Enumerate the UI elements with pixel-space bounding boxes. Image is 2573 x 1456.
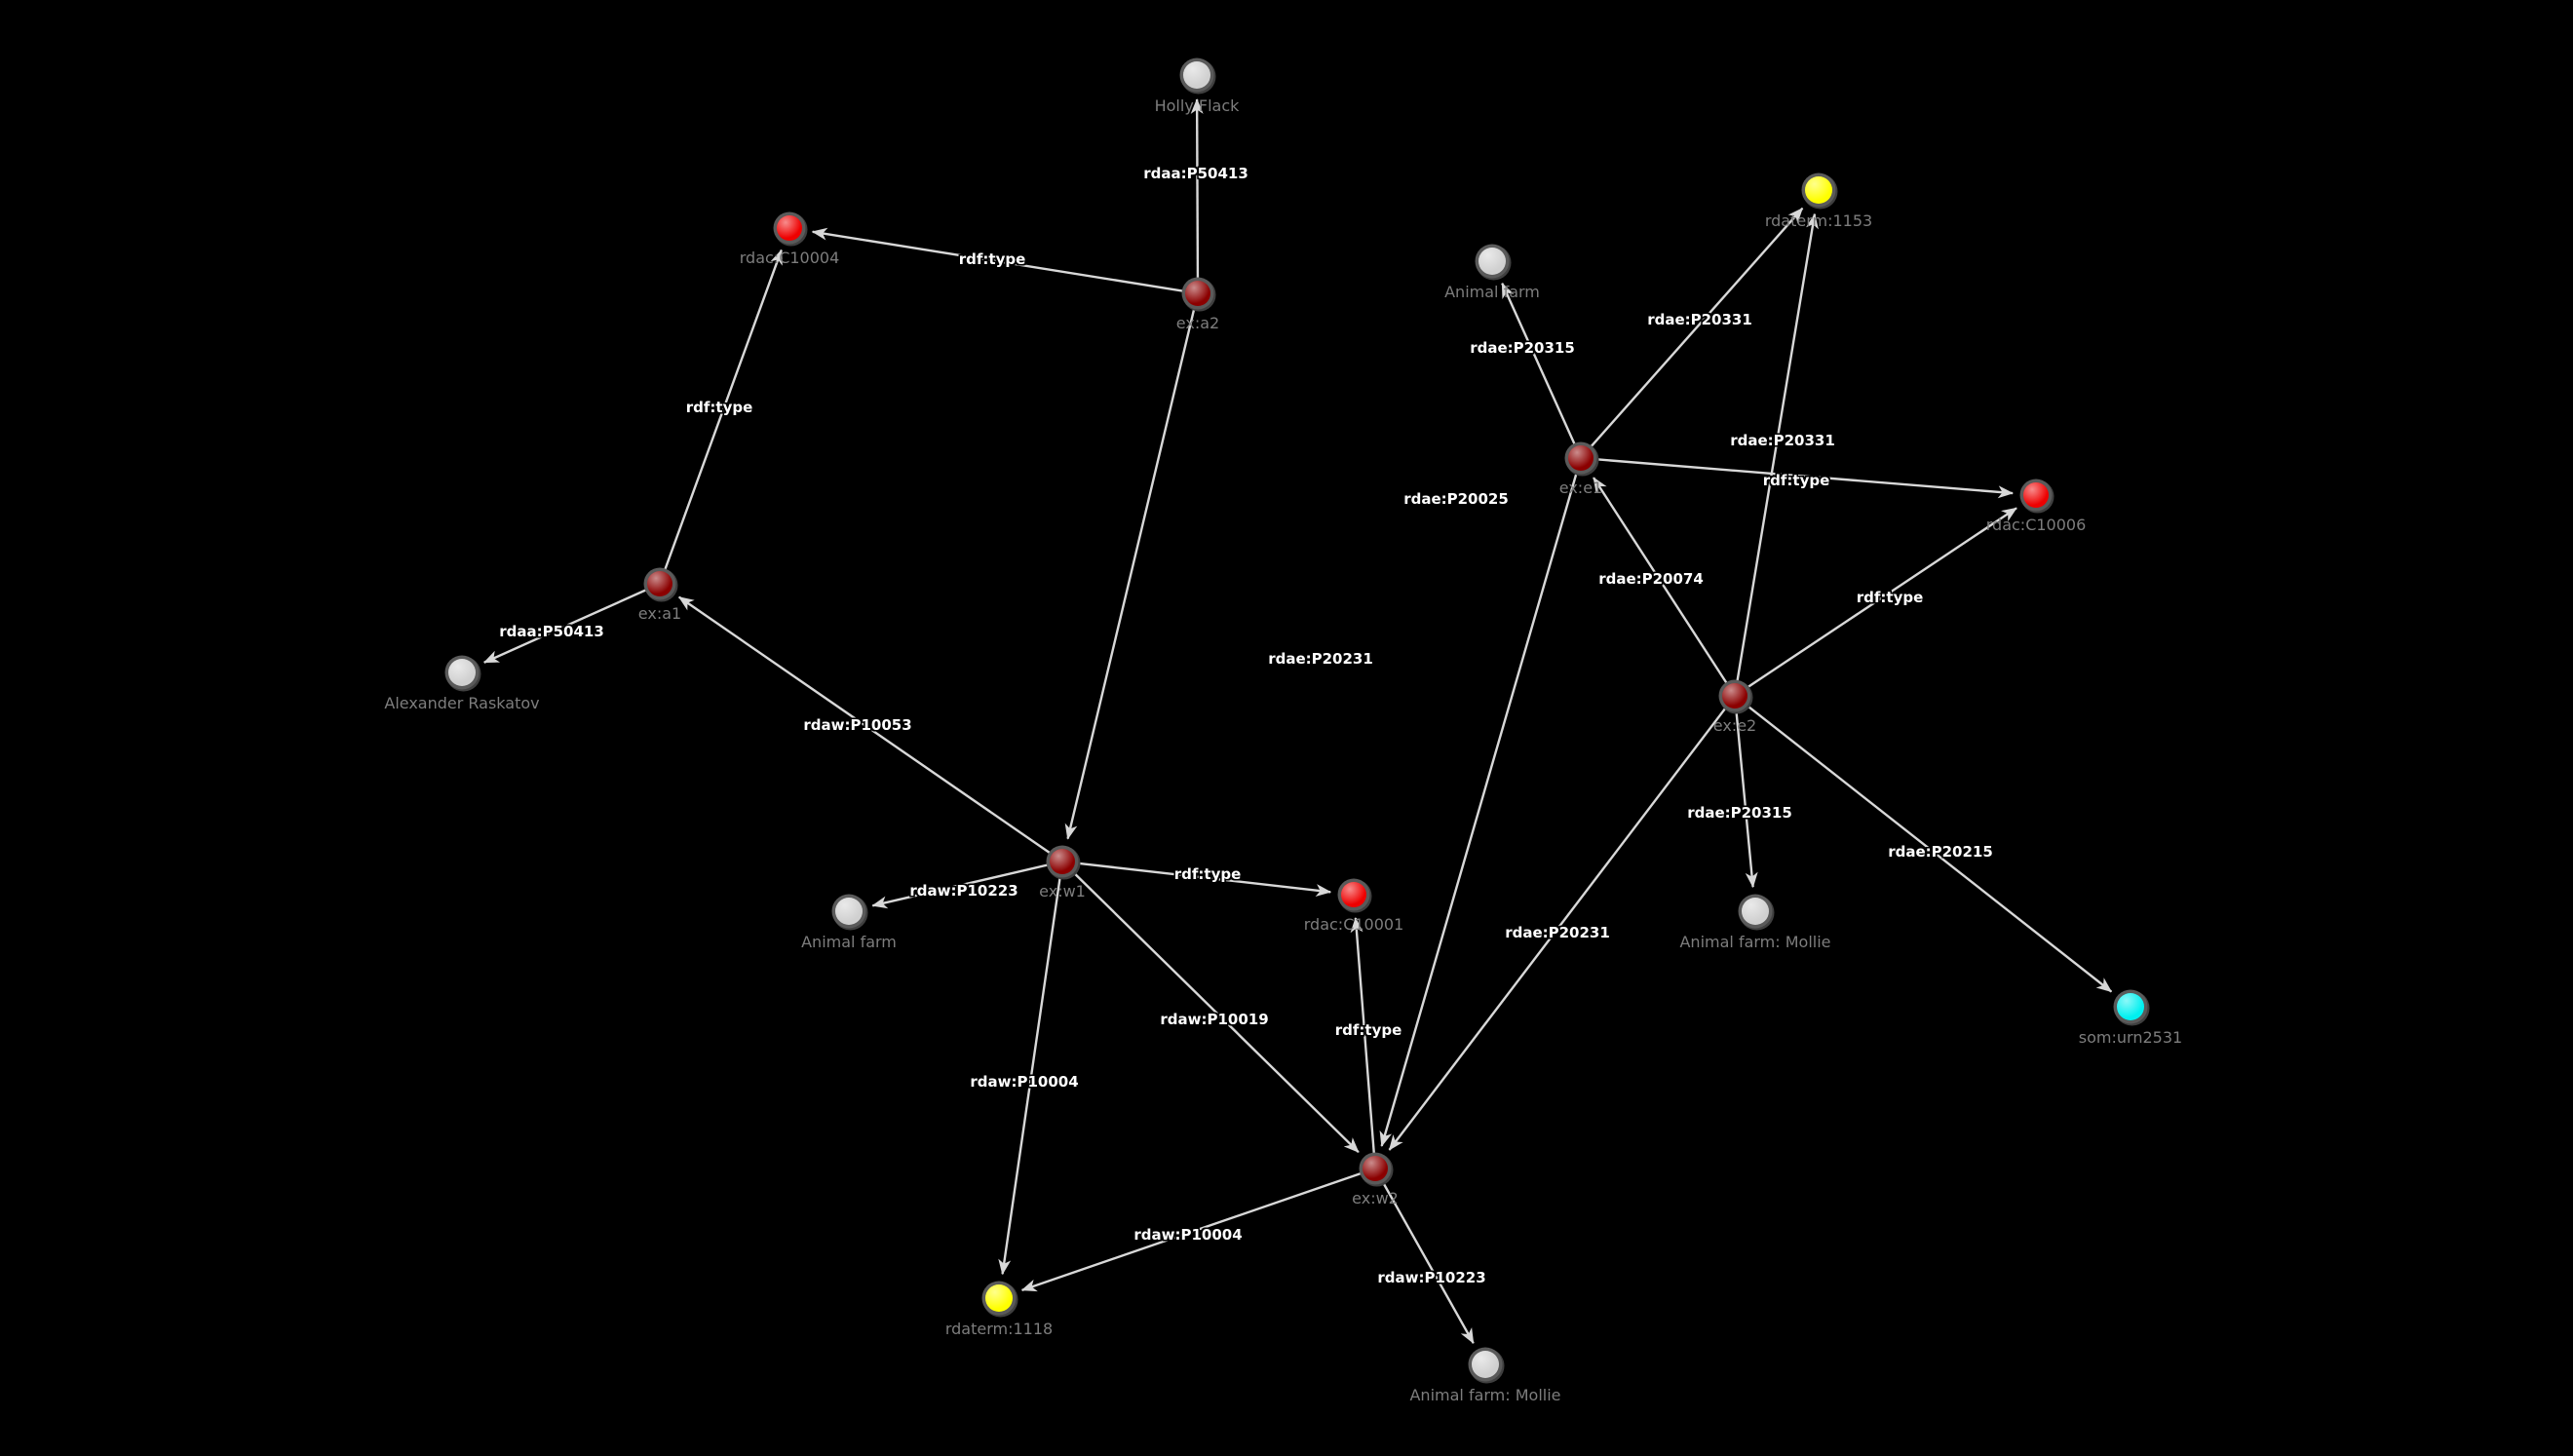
graph-edge[interactable] — [811, 227, 1184, 292]
graph-edge[interactable] — [1594, 458, 2015, 499]
node-gloss — [1185, 281, 1210, 306]
node-gloss — [1183, 61, 1210, 89]
node-gloss — [1479, 248, 1506, 275]
node-gloss — [985, 1284, 1013, 1312]
graph-edge[interactable] — [1501, 282, 1576, 445]
graph-edge[interactable] — [1746, 507, 2017, 689]
graph-edge[interactable] — [1076, 862, 1332, 898]
graph-edge[interactable] — [1071, 870, 1360, 1154]
node-gloss — [1805, 176, 1832, 204]
node-gloss — [777, 215, 802, 241]
node-gloss — [1742, 898, 1769, 925]
node-gloss — [1472, 1351, 1499, 1378]
node-gloss — [647, 571, 672, 596]
graph-edge[interactable] — [664, 249, 783, 571]
graph-edge[interactable] — [1388, 707, 1727, 1151]
graph-edge[interactable] — [1379, 472, 1578, 1147]
graph-edge[interactable] — [1381, 1180, 1475, 1345]
node-gloss — [2117, 993, 2144, 1020]
graph-edge[interactable] — [1746, 704, 2113, 993]
graph-edge[interactable] — [1735, 709, 1758, 889]
node-gloss — [448, 659, 476, 686]
graph-edge[interactable] — [1190, 98, 1204, 280]
node-gloss — [1568, 445, 1594, 471]
graph-edge[interactable] — [677, 595, 1052, 855]
graph-edge[interactable] — [1590, 207, 1804, 448]
graph-edge[interactable] — [998, 875, 1062, 1276]
graph-edge[interactable] — [482, 589, 647, 664]
node-gloss — [2023, 482, 2049, 508]
graph-edge[interactable] — [1020, 1171, 1363, 1292]
node-gloss — [835, 898, 863, 925]
graph-edge[interactable] — [1064, 307, 1196, 840]
node-gloss — [1722, 683, 1747, 709]
graph-edge[interactable] — [1350, 916, 1376, 1155]
graph-edge[interactable] — [871, 863, 1049, 909]
graph-edge[interactable] — [1736, 212, 1819, 682]
edges-group — [482, 98, 2113, 1345]
node-gloss — [1341, 882, 1366, 907]
graph-edge[interactable] — [1593, 477, 1728, 685]
nodes-group — [444, 57, 2150, 1384]
node-gloss — [1050, 849, 1075, 874]
node-gloss — [1363, 1156, 1388, 1181]
